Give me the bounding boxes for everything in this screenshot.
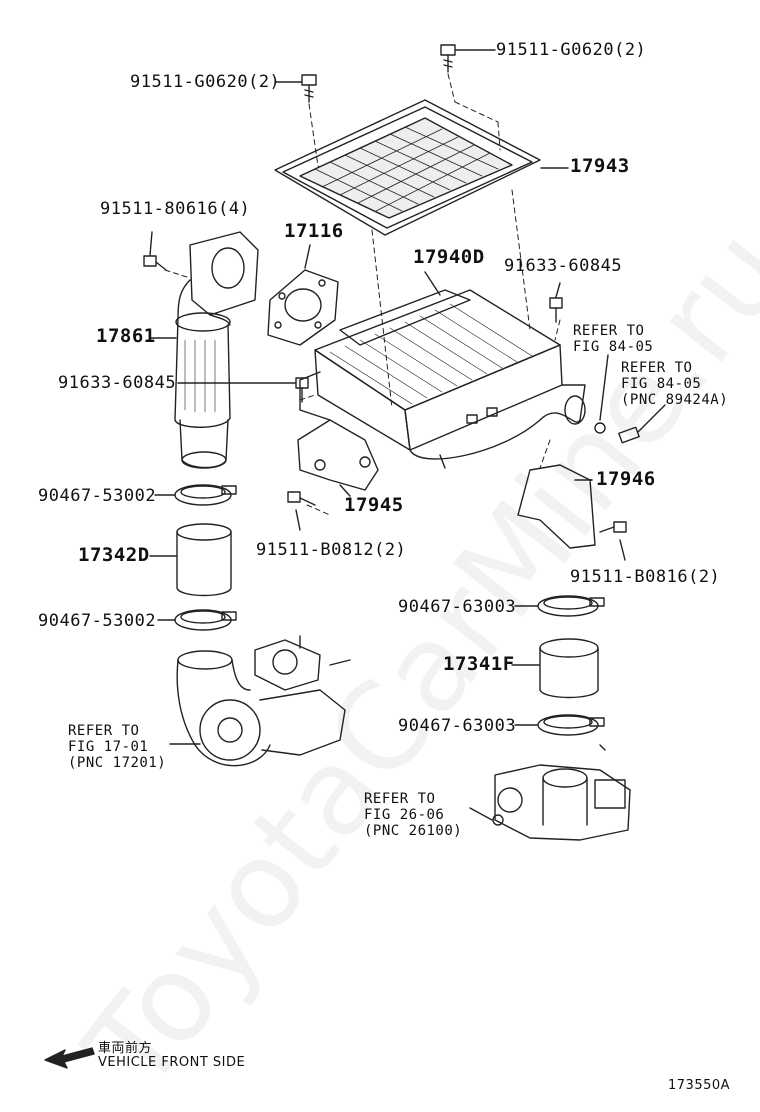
clamp-right-1-icon [514,595,605,617]
legend-english: VEHICLE FRONT SIDE [98,1055,246,1070]
label-bolt-left: 91511-80616(4) [100,199,251,219]
bracket-17945-icon [297,419,379,497]
ref-line: REFER TO [621,360,693,376]
label-clamp-right-1: 90467-63003 [398,597,517,617]
bolt-bracket-right-icon [599,521,627,561]
label-bolt-mid-left: 91633-60845 [58,373,177,393]
label-gasket: 17116 [284,220,344,242]
air-filter-17943-icon [274,99,569,236]
ref-fig-17-01: REFER TO FIG 17-01 (PNC 17201) [68,723,166,771]
ref-line: REFER TO [68,723,140,739]
throttle-body-icon [469,764,631,841]
ref-line: FIG 84-05 [621,376,702,392]
bolt-top-right-icon [440,44,496,73]
ref-fig-84-05-a: REFER TO FIG 84-05 [573,323,653,355]
turbocharger-icon [169,635,351,767]
ref-line: FIG 84-05 [573,339,654,355]
label-clamp-left-2: 90467-53002 [38,611,157,631]
label-bolt-mid-right: 91633-60845 [504,256,623,276]
ref-line: REFER TO [573,323,645,339]
figure-code: 173550A [668,1078,731,1093]
label-bolt-bracket-right: 91511-B0816(2) [570,567,721,587]
label-bracket-right: 17946 [596,468,656,490]
label-clamp-left-1: 90467-53002 [38,486,157,506]
hose-17341F-icon [511,638,599,699]
ref-line: FIG 26-06 [364,807,445,823]
ref-line: (PNC 89424A) [621,392,729,408]
label-filter: 17943 [570,155,630,177]
ref-fig-84-05-b: REFER TO FIG 84-05 (PNC 89424A) [621,360,728,408]
vehicle-front-arrow-icon [44,1047,95,1069]
bolt-bracket-left-icon [287,491,316,531]
ref-line: REFER TO [364,791,436,807]
label-intercooler: 17940D [413,246,485,268]
clamp-right-2-icon [514,714,606,751]
legend-japanese: 車両前方 [98,1041,153,1056]
label-bolt-bracket-left: 91511-B0812(2) [256,540,407,560]
label-bracket-left: 17945 [344,494,404,516]
ref-line: (PNC 17201) [68,755,167,771]
label-hose-left: 17342D [78,544,150,566]
ref-line: FIG 17-01 [68,739,149,755]
bolt-mid-right-icon [549,282,563,323]
bolt-top-left-icon [274,74,317,103]
hose-17342D-icon [149,523,232,597]
label-clamp-right-2: 90467-63003 [398,716,517,736]
gasket-17116-icon [267,244,339,346]
bolt-left-icon [143,231,167,271]
label-bolt-top-left: 91511-G0620(2) [130,72,281,92]
clamp-left-1-icon [154,484,237,506]
ref-line: (PNC 26100) [364,823,463,839]
bolt-mid-left-icon [177,377,309,403]
pipe-17861-icon [149,231,259,469]
label-bolt-top-right: 91511-G0620(2) [496,40,647,60]
ref-fig-26-06: REFER TO FIG 26-06 (PNC 26100) [364,791,462,839]
clamp-left-2-icon [157,609,237,631]
intercooler-17940D-icon [299,271,586,469]
label-hose-right: 17341F [443,653,515,675]
sensor-icon [594,354,666,444]
label-pipe: 17861 [96,325,156,347]
bracket-17946-icon [517,464,596,549]
